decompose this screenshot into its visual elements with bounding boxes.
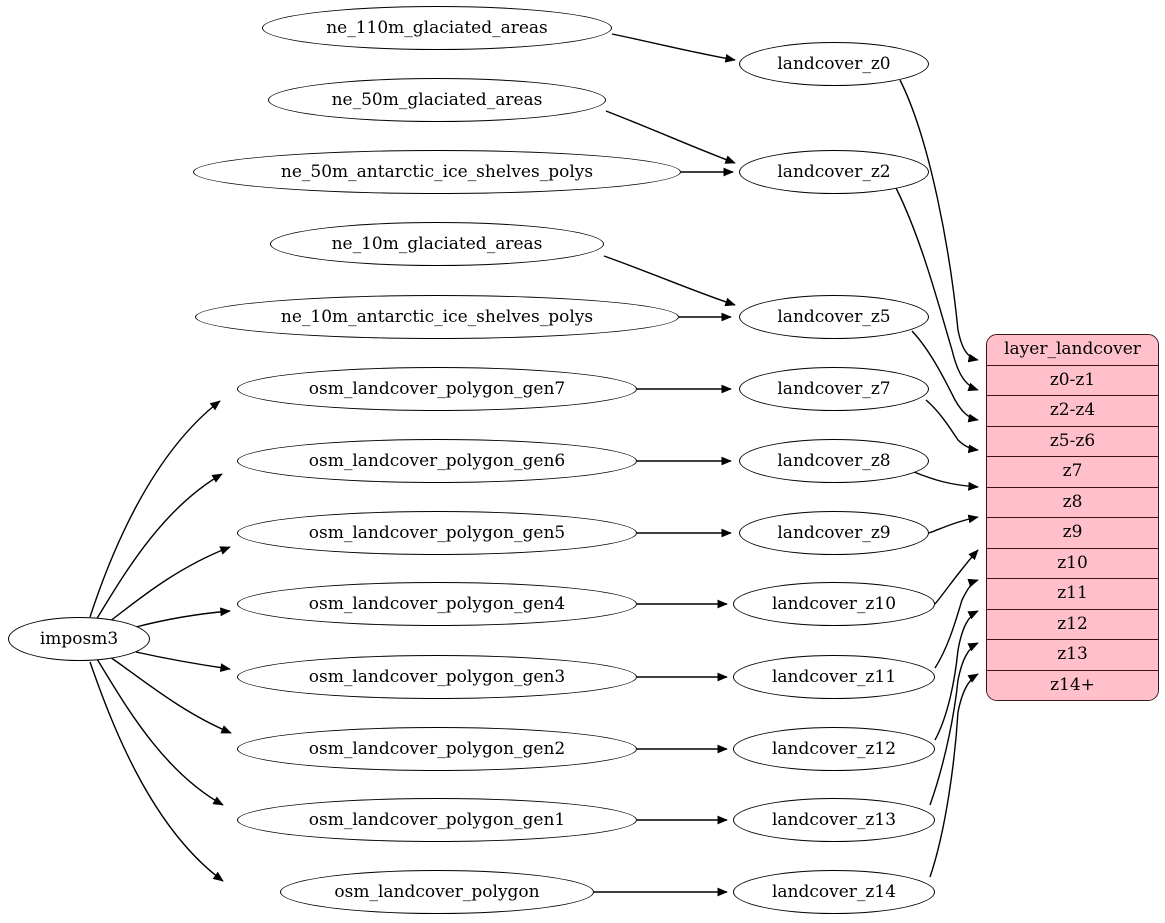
node-label: landcover_z5 xyxy=(777,306,891,327)
node-label: landcover_z8 xyxy=(777,450,891,471)
node-label: ne_10m_glaciated_areas xyxy=(331,233,543,254)
table-header-label: layer_landcover xyxy=(1004,339,1141,360)
node-landcover-z10[interactable]: landcover_z10 xyxy=(733,582,935,626)
node-landcover-z0[interactable]: landcover_z0 xyxy=(739,42,929,86)
node-label: osm_landcover_polygon_gen7 xyxy=(308,378,566,399)
table-row-z10[interactable]: z10 xyxy=(987,548,1158,579)
table-row-z5-z6[interactable]: z5-z6 xyxy=(987,426,1158,457)
table-cell-label: z14+ xyxy=(1050,674,1095,695)
node-osm-landcover-polygon-gen4[interactable]: osm_landcover_polygon_gen4 xyxy=(237,582,637,626)
node-ne-10m-glaciated-areas[interactable]: ne_10m_glaciated_areas xyxy=(270,222,604,266)
node-ne-50m-antarctic-ice-shelves-polys[interactable]: ne_50m_antarctic_ice_shelves_polys xyxy=(193,150,681,194)
node-landcover-z14[interactable]: landcover_z14 xyxy=(733,870,935,914)
table-cell-label: z8 xyxy=(1062,491,1083,512)
node-label: landcover_z7 xyxy=(777,378,891,399)
table-row-z12[interactable]: z12 xyxy=(987,609,1158,640)
node-osm-landcover-polygon-gen7[interactable]: osm_landcover_polygon_gen7 xyxy=(237,367,637,411)
node-label: osm_landcover_polygon_gen4 xyxy=(308,593,566,614)
edge-paths xyxy=(89,33,979,897)
node-osm-landcover-polygon[interactable]: osm_landcover_polygon xyxy=(280,870,594,914)
node-label: landcover_z12 xyxy=(771,738,897,759)
node-label: landcover_z10 xyxy=(771,593,897,614)
table-row-z0-z1[interactable]: z0-z1 xyxy=(987,365,1158,396)
table-row-z9[interactable]: z9 xyxy=(987,518,1158,549)
node-landcover-z9[interactable]: landcover_z9 xyxy=(739,511,929,555)
node-landcover-z11[interactable]: landcover_z11 xyxy=(733,655,935,699)
node-label: osm_landcover_polygon_gen3 xyxy=(308,666,566,687)
table-cell-label: z0-z1 xyxy=(1049,369,1096,390)
node-landcover-z2[interactable]: landcover_z2 xyxy=(739,150,929,194)
node-label: osm_landcover_polygon_gen5 xyxy=(308,522,566,543)
node-label: osm_landcover_polygon xyxy=(334,881,540,902)
node-landcover-z7[interactable]: landcover_z7 xyxy=(739,367,929,411)
table-cell-label: z12 xyxy=(1057,613,1088,634)
node-ne-50m-glaciated-areas[interactable]: ne_50m_glaciated_areas xyxy=(268,78,606,122)
table-row-z8[interactable]: z8 xyxy=(987,487,1158,518)
node-label: ne_110m_glaciated_areas xyxy=(326,17,548,38)
table-cell-label: z11 xyxy=(1057,583,1088,604)
node-label: osm_landcover_polygon_gen2 xyxy=(308,738,566,759)
node-landcover-z5[interactable]: landcover_z5 xyxy=(739,295,929,339)
node-osm-landcover-polygon-gen6[interactable]: osm_landcover_polygon_gen6 xyxy=(237,439,637,483)
table-row-z11[interactable]: z11 xyxy=(987,579,1158,610)
node-label: osm_landcover_polygon_gen1 xyxy=(308,809,566,830)
node-landcover-z13[interactable]: landcover_z13 xyxy=(733,798,935,842)
node-label: ne_50m_glaciated_areas xyxy=(331,89,543,110)
table-row-z13[interactable]: z13 xyxy=(987,640,1158,671)
table-row-z14plus[interactable]: z14+ xyxy=(987,670,1158,700)
table-cell-label: z5-z6 xyxy=(1049,430,1096,451)
table-cell-label: z10 xyxy=(1057,552,1088,573)
node-osm-landcover-polygon-gen5[interactable]: osm_landcover_polygon_gen5 xyxy=(237,511,637,555)
node-label: landcover_z2 xyxy=(777,161,891,182)
layer-landcover-table[interactable]: layer_landcover z0-z1 z2-z4 z5-z6 z7 z8 … xyxy=(986,334,1159,701)
table-cell-label: z13 xyxy=(1057,644,1088,665)
table-cell-label: z7 xyxy=(1062,461,1083,482)
node-ne-110m-glaciated-areas[interactable]: ne_110m_glaciated_areas xyxy=(262,6,612,50)
node-ne-10m-antarctic-ice-shelves-polys[interactable]: ne_10m_antarctic_ice_shelves_polys xyxy=(195,295,679,339)
node-osm-landcover-polygon-gen2[interactable]: osm_landcover_polygon_gen2 xyxy=(237,727,637,771)
node-osm-landcover-polygon-gen3[interactable]: osm_landcover_polygon_gen3 xyxy=(237,655,637,699)
node-landcover-z12[interactable]: landcover_z12 xyxy=(733,727,935,771)
node-label: ne_10m_antarctic_ice_shelves_polys xyxy=(280,306,594,327)
node-label: landcover_z9 xyxy=(777,522,891,543)
node-label: ne_50m_antarctic_ice_shelves_polys xyxy=(280,161,594,182)
table-cell-label: z2-z4 xyxy=(1049,400,1096,421)
node-label: landcover_z13 xyxy=(771,809,897,830)
node-imposm3[interactable]: imposm3 xyxy=(8,617,150,661)
table-header-cell: layer_landcover xyxy=(987,335,1158,366)
table-row-z2-z4[interactable]: z2-z4 xyxy=(987,396,1158,427)
node-landcover-z8[interactable]: landcover_z8 xyxy=(739,439,929,483)
node-label: landcover_z11 xyxy=(771,666,897,687)
table-cell-label: z9 xyxy=(1062,522,1083,543)
node-osm-landcover-polygon-gen1[interactable]: osm_landcover_polygon_gen1 xyxy=(237,798,637,842)
node-label: landcover_z0 xyxy=(777,53,891,74)
node-label: osm_landcover_polygon_gen6 xyxy=(308,450,566,471)
node-label: imposm3 xyxy=(39,628,119,649)
node-label: landcover_z14 xyxy=(771,881,897,902)
table-row-z7[interactable]: z7 xyxy=(987,457,1158,488)
